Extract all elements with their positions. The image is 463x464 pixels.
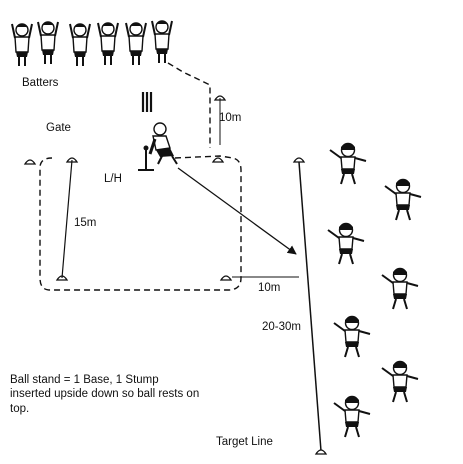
fielder-figure: [381, 360, 419, 403]
fielder-figure: [381, 267, 419, 310]
distance-label-15m: 15m: [74, 217, 97, 229]
batter-figure: [97, 22, 119, 66]
left-hand-label: L/H: [104, 173, 122, 185]
batter-figure: [37, 21, 59, 65]
cone-icon: [315, 449, 327, 455]
batter-figure: [69, 23, 91, 67]
fielder-figure: [329, 142, 367, 185]
fielder-figure: [333, 315, 371, 358]
cone-icon: [24, 159, 36, 165]
fielder-figure: [384, 178, 422, 221]
batter-figure: [11, 23, 33, 67]
distance-label-10m-top: 10m: [219, 112, 242, 124]
fielder-figure: [327, 222, 365, 265]
ball-stand-icon: [138, 145, 154, 171]
distance-label-20-30m: 20-30m: [262, 321, 301, 333]
cone-icon: [220, 275, 232, 281]
target-line-label: Target Line: [216, 436, 273, 448]
fielders-group: [327, 142, 422, 438]
batter-figure: [151, 20, 173, 64]
batter-walk-path: [167, 62, 211, 148]
stumps-icon: [141, 92, 153, 112]
target-line: [298, 161, 322, 452]
batters-group: [11, 20, 173, 67]
distance-label-10m-bottom: 10m: [258, 282, 281, 294]
ball-stand-note: Ball stand = 1 Base, 1 Stump inserted up…: [10, 374, 200, 415]
running-loop: [39, 155, 242, 291]
hit-direction-arrow: [177, 167, 297, 255]
batters-label: Batters: [22, 77, 59, 89]
gate-label: Gate: [46, 122, 71, 134]
cone-icon: [212, 157, 224, 163]
fielder-figure: [333, 395, 371, 438]
batsman-figure: [148, 122, 178, 165]
gate-line: [61, 159, 73, 279]
cone-icon: [293, 157, 305, 163]
batter-figure: [125, 22, 147, 66]
